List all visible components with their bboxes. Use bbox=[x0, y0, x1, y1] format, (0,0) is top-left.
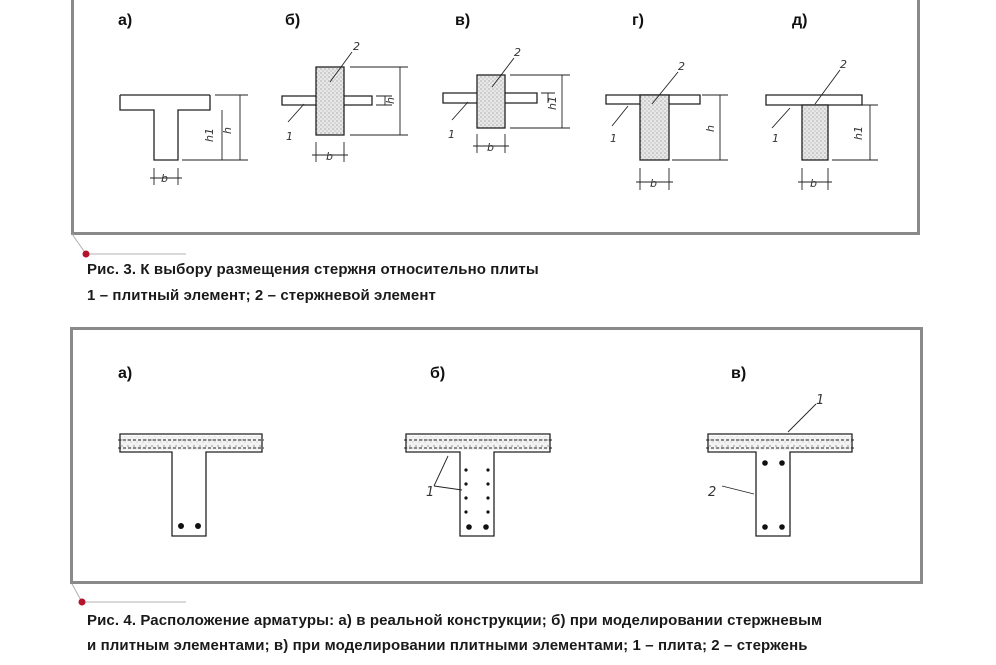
figure-4-label-b: б) bbox=[430, 365, 446, 382]
callout-2-v: 2 bbox=[514, 46, 521, 59]
figure-3-caption-legend: 1 – плитный элемент; 2 – стержневой элем… bbox=[87, 287, 436, 304]
reinforcement-v-plate-elements bbox=[706, 403, 854, 537]
caption-3-marker bbox=[71, 233, 186, 258]
callout-1-v: 1 bbox=[448, 128, 455, 141]
section-b-bar-through-plate bbox=[281, 51, 408, 162]
callout-2-b: 2 bbox=[353, 40, 360, 53]
figure-3-label-v: в) bbox=[455, 12, 471, 29]
callout-1-g: 1 bbox=[610, 132, 617, 145]
figure-4-label-a: а) bbox=[118, 365, 133, 382]
figure-3-label-g: г) bbox=[632, 12, 644, 29]
figure-3-drawings: b h h1 b h 1 2 b h1 1 2 b h 1 2 b h1 1 2 bbox=[119, 40, 878, 190]
reinforcement-a-real-structure bbox=[118, 433, 264, 537]
dim-h1-v: h1 bbox=[546, 96, 559, 110]
callout-1-fig4-v: 1 bbox=[816, 393, 824, 408]
section-d-bar-below-plate bbox=[765, 69, 878, 190]
figure-3-caption-title: Рис. 3. К выбору размещения стержня отно… bbox=[87, 261, 539, 278]
section-g-bar-below-plate bbox=[605, 71, 728, 190]
figure-4-caption-title: Рис. 4. Расположение арматуры: а) в реал… bbox=[87, 612, 823, 629]
reinforcement-b-bar-and-plate bbox=[404, 433, 552, 537]
section-v-bar-centered bbox=[442, 57, 570, 153]
figure-4-drawings: 1 1 2 bbox=[118, 393, 854, 537]
figure-3-label-a: а) bbox=[118, 12, 133, 29]
dim-b-v: b bbox=[487, 141, 494, 154]
callout-2-d: 2 bbox=[840, 58, 847, 71]
dim-h-b: h bbox=[384, 97, 397, 104]
dim-h-g: h bbox=[704, 125, 717, 132]
dim-h-a: h bbox=[221, 127, 234, 134]
callout-2-g: 2 bbox=[678, 60, 685, 73]
section-a-t-beam bbox=[119, 94, 248, 185]
callout-1-d: 1 bbox=[772, 132, 779, 145]
callout-1-b: 1 bbox=[286, 130, 293, 143]
callout-1-fig4-b: 1 bbox=[426, 485, 434, 500]
dim-b-a: b bbox=[161, 172, 168, 185]
callout-2-fig4-v: 2 bbox=[708, 485, 716, 500]
figure-3-label-d: д) bbox=[792, 12, 808, 29]
dim-b-b: b bbox=[326, 150, 333, 163]
caption-4-marker bbox=[71, 583, 186, 606]
figure-4-caption-legend: и плитным элементами; в) при моделирован… bbox=[87, 637, 808, 654]
dim-b-g: b bbox=[650, 177, 657, 190]
figure-3-label-b: б) bbox=[285, 12, 301, 29]
dim-b-d: b bbox=[810, 177, 817, 190]
dim-h1-d: h1 bbox=[852, 126, 865, 140]
figure-4-label-v: в) bbox=[731, 365, 747, 382]
dim-h1-a: h1 bbox=[203, 128, 216, 142]
